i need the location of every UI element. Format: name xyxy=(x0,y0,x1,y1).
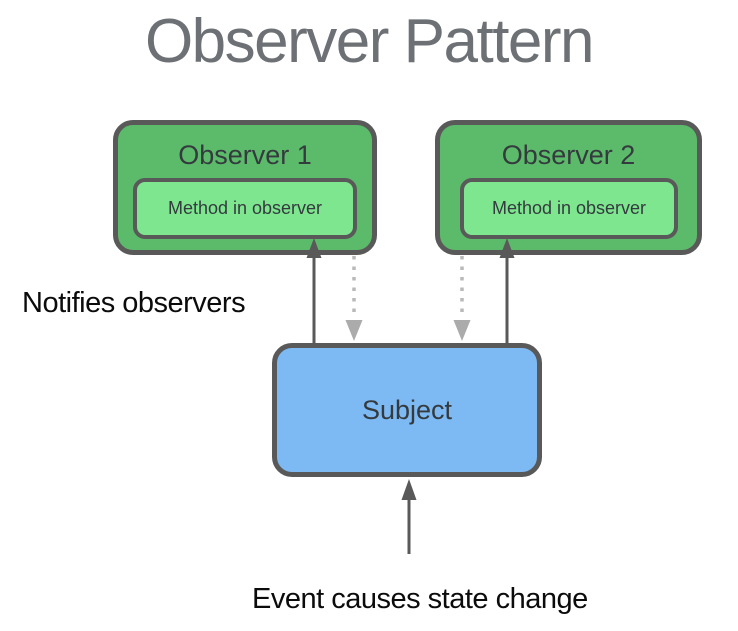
subject-label: Subject xyxy=(361,394,453,425)
diagram-title: Observer Pattern xyxy=(144,7,595,76)
notifies-observers-label: Notifies observers xyxy=(22,287,246,319)
observer2-label: Observer 2 xyxy=(501,140,636,170)
update-arrow-observer1-head xyxy=(345,320,363,341)
observer1-label: Observer 1 xyxy=(178,140,312,170)
observer1-method-label: Method in observer xyxy=(167,198,323,218)
subject-box: Subject xyxy=(272,343,542,477)
observer2-method-label: Method in observer xyxy=(491,198,647,218)
update-arrow-observer2-head xyxy=(453,320,471,341)
event-causes-state-change-label: Event causes state change xyxy=(252,583,588,615)
event-arrow-head xyxy=(401,479,417,500)
observer2-method-box: Method in observer xyxy=(460,178,678,239)
observer1-method-box: Method in observer xyxy=(133,178,357,239)
